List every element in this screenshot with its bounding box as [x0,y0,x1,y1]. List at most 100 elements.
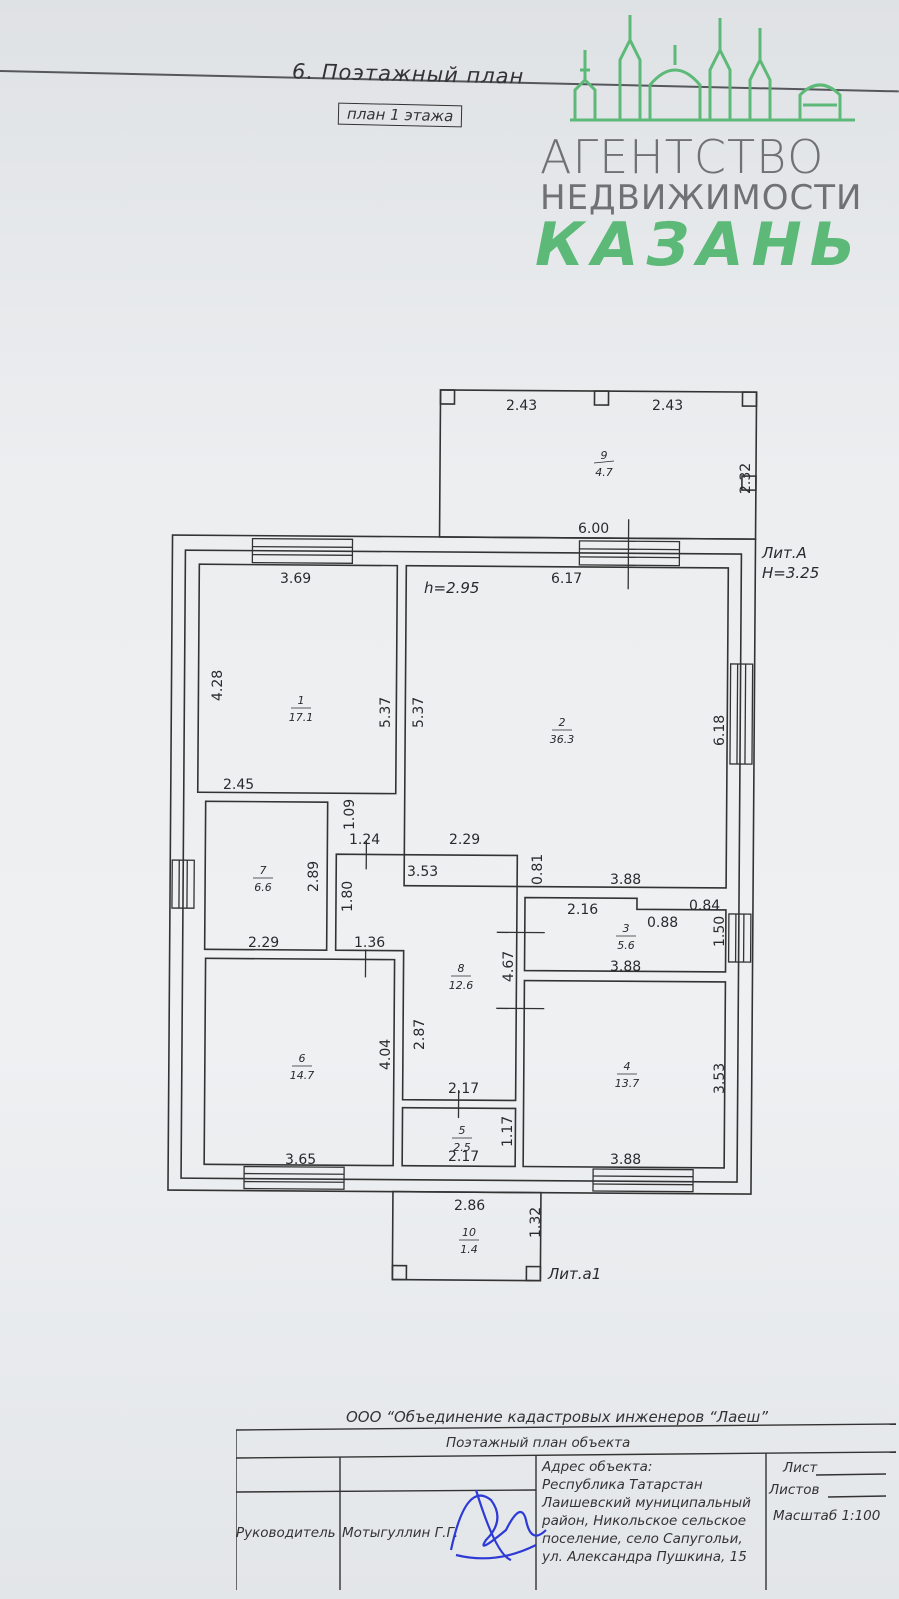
svg-text:2.45: 2.45 [223,777,254,793]
address-block: Адрес объекта: Республика Татарстан Лаиш… [542,1458,751,1566]
doc-type: Поэтажный план объекта [446,1435,631,1451]
house-height-label: H=3.25 [762,564,819,582]
logo-word-agency: АГЕНТСТВО [540,130,825,184]
svg-text:3.88: 3.88 [610,959,641,975]
floor-plan-drawing: Лит.А H=3.25 h=2.95 Лит.а1 94.7 117.1 23… [167,389,819,1283]
svg-text:2.29: 2.29 [449,832,480,848]
svg-text:1.36: 1.36 [354,935,385,951]
room-3-tag: 35.6 [616,922,636,952]
room-1-tag: 117.1 [289,694,314,724]
room-6-tag: 614.7 [290,1052,315,1082]
room-7-outline [203,800,329,951]
lit-A-label: Лит.А [761,544,807,562]
svg-text:0.81: 0.81 [530,854,546,885]
room-6-outline [203,957,396,1167]
address-line: Адрес объекта: [542,1459,653,1475]
room-9-tag: 94.7 [593,449,615,479]
svg-text:2.5: 2.5 [453,1141,471,1154]
svg-text:1.4: 1.4 [460,1243,478,1256]
sheet-label: Лист [783,1460,818,1476]
svg-text:2: 2 [559,716,566,729]
dimension-labels: 2.43 2.43 2.32 6.00 3.69 6.17 4.28 5.37 … [210,398,754,1238]
svg-text:2.87: 2.87 [412,1019,428,1050]
svg-text:7: 7 [260,864,267,877]
svg-text:1.17: 1.17 [500,1116,516,1147]
svg-text:14.7: 14.7 [290,1069,315,1082]
svg-text:1.80: 1.80 [340,881,356,912]
svg-text:2.32: 2.32 [738,463,754,494]
address-line: Лаишевский муниципальный [542,1495,751,1511]
svg-text:2.43: 2.43 [652,398,683,414]
svg-text:9: 9 [601,449,608,462]
svg-text:3.88: 3.88 [610,872,641,888]
org-name: ООО “Объединение кадастровых инженеров “… [346,1408,768,1426]
room-4-outline [522,979,727,1169]
agency-logo: АГЕНТСТВО НЕДВИЖИМОСТИ КАЗАНЬ [530,10,890,300]
kazan-skyline-icon [570,15,855,122]
signature-icon [449,1489,547,1562]
address-line: ул. Александра Пушкина, 15 [542,1549,747,1565]
room-10-tag: 101.4 [459,1226,479,1256]
svg-text:5.6: 5.6 [617,939,635,952]
svg-text:1: 1 [298,694,305,707]
svg-text:5: 5 [459,1124,466,1137]
svg-text:1.24: 1.24 [349,832,380,848]
svg-text:6.17: 6.17 [551,571,582,587]
room-2-outline [403,564,730,889]
room-4-tag: 413.7 [615,1060,640,1090]
logo-word-realty: НЕДВИЖИМОСТИ [540,178,863,218]
svg-text:17.1: 17.1 [289,711,314,724]
svg-text:8: 8 [458,962,465,975]
person-name: Мотыгуллин Г.Г. [342,1525,459,1541]
veranda-outline [438,389,758,540]
title-block: ООО “Объединение кадастровых инженеров “… [236,1400,896,1590]
svg-text:0.88: 0.88 [647,915,678,931]
svg-text:2.86: 2.86 [454,1198,485,1214]
svg-text:3.53: 3.53 [407,864,438,880]
windows [171,537,754,1193]
address-line: Республика Татарстан [542,1477,703,1493]
room-1-outline [196,563,399,795]
svg-text:4: 4 [624,1060,631,1073]
svg-text:2.29: 2.29 [248,935,279,951]
svg-text:5.37: 5.37 [411,697,427,728]
svg-text:13.7: 13.7 [615,1077,640,1090]
lit-a1-label: Лит.а1 [547,1265,601,1283]
room-3-outline [523,896,727,973]
logo-word-kazan: КАЗАНЬ [535,210,864,280]
room-7-tag: 76.6 [253,864,273,894]
svg-text:2.17: 2.17 [448,1081,479,1097]
svg-text:1.50: 1.50 [712,916,728,947]
svg-text:12.6: 12.6 [449,979,474,992]
room-8-tag: 812.6 [449,962,474,992]
svg-text:4.7: 4.7 [595,466,613,479]
svg-text:1.32: 1.32 [528,1207,544,1238]
address-line: район, Никольское сельское [542,1513,747,1529]
svg-text:2.17: 2.17 [448,1149,479,1165]
svg-text:2.43: 2.43 [506,398,537,414]
room-2-tag: 236.3 [550,716,575,746]
svg-text:6: 6 [299,1052,306,1065]
svg-text:4.04: 4.04 [378,1039,394,1070]
role-label: Руководитель [236,1525,336,1541]
scale-label: Масштаб 1:100 [773,1508,881,1524]
svg-text:2.16: 2.16 [567,902,598,918]
svg-text:4.67: 4.67 [501,951,517,982]
svg-text:0.84: 0.84 [689,898,720,914]
address-line: поселение, село Сапугольи, [542,1531,743,1547]
svg-text:3.88: 3.88 [610,1152,641,1168]
svg-text:6.00: 6.00 [578,521,609,537]
svg-text:10: 10 [462,1226,476,1239]
svg-text:6.18: 6.18 [712,715,728,746]
svg-text:3: 3 [623,922,630,935]
porch-outline [391,1190,542,1282]
svg-text:5.37: 5.37 [378,697,394,728]
svg-text:3.69: 3.69 [280,571,311,587]
sheets-label: Листов [769,1482,820,1498]
room-5-tag: 52.5 [452,1124,472,1154]
svg-text:3.53: 3.53 [712,1063,728,1094]
svg-text:6.6: 6.6 [254,881,272,894]
svg-text:1.09: 1.09 [342,799,358,830]
svg-text:2.89: 2.89 [306,861,322,892]
